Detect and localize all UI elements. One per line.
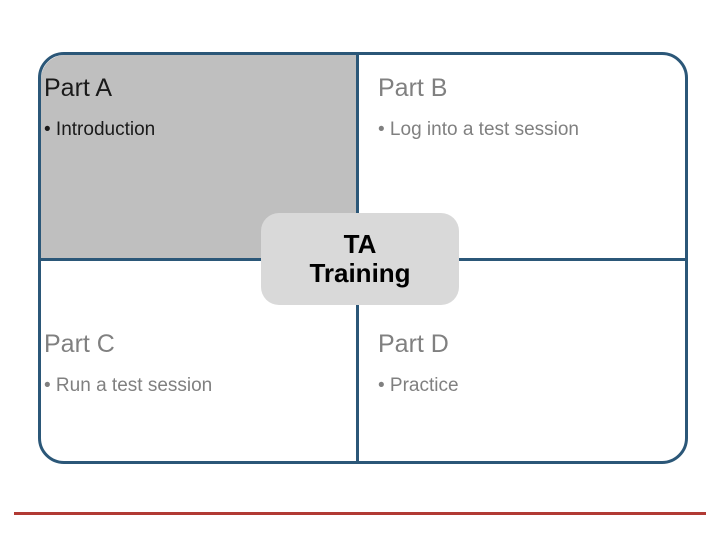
quadrant-a-bullet: • Introduction [44,119,156,140]
quadrant-c-bullet: • Run a test session [44,375,213,396]
quadrant-b-bullet: • Log into a test session [378,119,579,140]
quadrant-part-a: Part A • Introduction [44,74,344,141]
quadrant-part-d: Part D • Practice [378,330,678,397]
quadrant-a-title: Part A [44,74,113,102]
quadrant-c-title: Part C [44,330,115,358]
center-label-line-2: Training [309,258,411,288]
quadrant-d-bullet: • Practice [378,375,459,396]
center-label: TA Training [261,213,459,305]
quadrant-part-c: Part C • Run a test session [44,330,344,397]
bottom-rule [14,512,706,515]
quadrant-b-title: Part B [378,74,448,102]
quadrant-d-title: Part D [378,330,449,358]
quadrant-part-b: Part B • Log into a test session [378,74,678,141]
center-label-line-1: TA [343,228,377,259]
